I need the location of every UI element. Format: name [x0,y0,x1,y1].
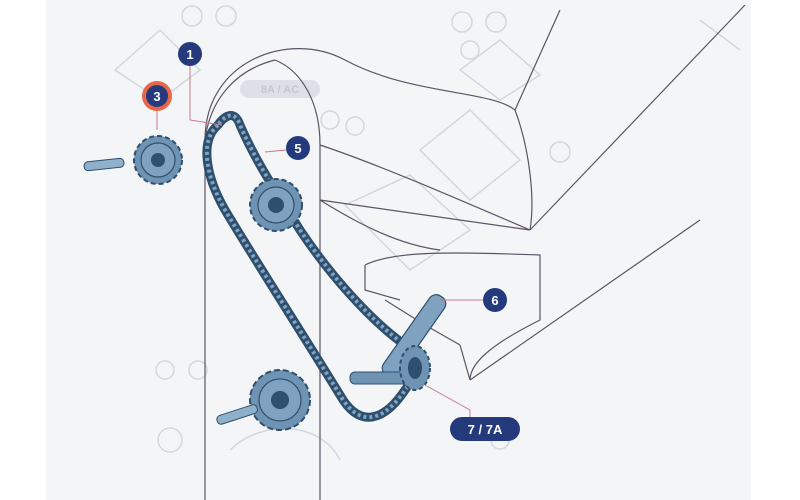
ghost-label: 8A / AC [261,84,299,96]
callout-badge-icon [483,288,507,312]
sprocket-lower [249,369,311,431]
sprocket-upper [249,178,303,232]
callout-chain: 1 [178,42,202,66]
callout-badge-icon [286,136,310,160]
drive-shaft [349,294,447,385]
housing-outline [204,4,746,500]
ghost-label-badge: 8A / AC [240,80,320,98]
axle-pin-lower [216,404,258,425]
callout-label: 6 [491,293,498,308]
ghost-layer [113,5,741,461]
callout-badge-icon [450,417,520,441]
callout-label: 1 [186,47,193,62]
leader-lines [156,64,483,418]
sprocket-small [133,135,183,185]
callout-badge-icon [178,42,202,66]
callout-sprocket-small: 3 [142,81,172,111]
axle-pin-left [83,157,125,172]
callout-sprocket-upper: 5 [286,136,310,160]
drive-sprocket [399,345,431,391]
callout-shaft: 6 [483,288,507,312]
callout-label: 5 [294,141,301,156]
callout-label: 3 [153,89,160,104]
callout-label: 7 / 7A [468,422,503,437]
callout-drive-sprocket: 7 / 7A [450,417,520,441]
